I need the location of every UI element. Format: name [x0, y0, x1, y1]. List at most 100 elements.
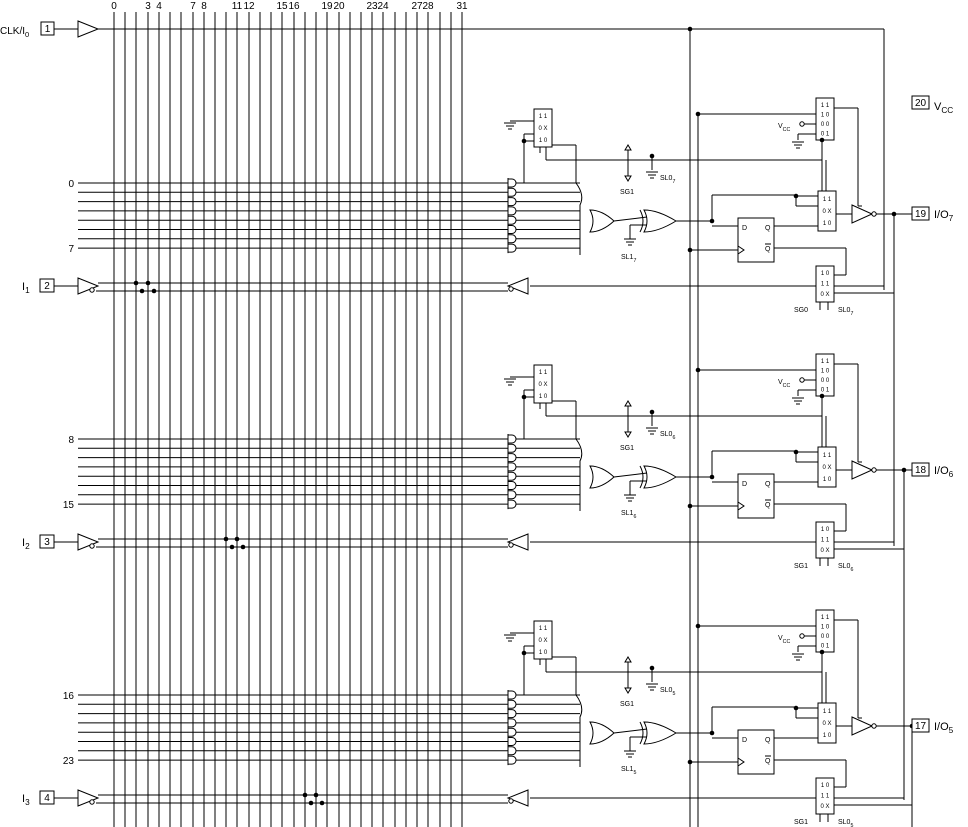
- and-gate: [507, 178, 517, 188]
- mux-code: 0 X: [538, 382, 547, 388]
- clock-triangle: [737, 501, 745, 511]
- invert-bubble: [799, 377, 805, 383]
- and-gate: [507, 699, 517, 709]
- junction-dot: [687, 503, 693, 509]
- io-label: I/O7: [934, 209, 954, 223]
- invert-bubble: [871, 211, 877, 217]
- and-gate: [507, 225, 517, 234]
- pin-number: 19: [915, 209, 927, 220]
- and-gate: [507, 443, 517, 453]
- and-gate: [507, 471, 517, 481]
- sl1-label: SL16: [621, 510, 636, 520]
- sg1-label: SG1: [620, 701, 634, 708]
- row-number: 16: [63, 691, 75, 702]
- column-number: 24: [377, 1, 389, 12]
- row-number: 7: [68, 244, 74, 255]
- arrow: [624, 144, 632, 151]
- feedback-mux: [815, 265, 835, 303]
- mux-code: 0 X: [820, 292, 829, 298]
- buffer-triangle: [506, 789, 529, 807]
- invert-bubble: [508, 542, 514, 548]
- sl1-label: SL15: [621, 766, 636, 776]
- row-number: 23: [63, 756, 75, 767]
- mux-code: 1 1: [821, 359, 830, 365]
- junction-dot: [695, 623, 701, 629]
- column-number: 27: [411, 1, 423, 12]
- clock-triangle: [737, 757, 745, 767]
- and-gate: [507, 490, 517, 500]
- xor-gate: [643, 209, 677, 233]
- output-mux: [817, 446, 837, 488]
- junction-dot: [308, 800, 314, 806]
- input-label: I1: [22, 281, 30, 295]
- io-pin-box: [911, 206, 930, 221]
- sl1-label: SL17: [621, 254, 636, 264]
- mux-code: 0 1: [821, 132, 830, 138]
- dff-qn: Q: [765, 246, 771, 253]
- column-number: 20: [333, 1, 345, 12]
- output-buffer: [851, 460, 874, 480]
- junction-dot: [687, 26, 693, 32]
- vcc-small-label: VCC: [778, 123, 790, 133]
- oe-mux: [815, 97, 835, 141]
- pin-number: 1: [45, 24, 51, 35]
- dff-q: Q: [765, 225, 771, 232]
- mux-code: 0 X: [822, 465, 831, 471]
- mux-code: 1 0: [821, 625, 830, 631]
- invert-bubble: [799, 633, 805, 639]
- mux-code: 1 1: [539, 370, 548, 376]
- io-pin-box: [911, 462, 930, 477]
- column-number: 12: [243, 1, 255, 12]
- mux-code: 1 1: [539, 626, 548, 632]
- sg-bottom-label: SG0: [794, 307, 808, 314]
- junction-dot: [819, 649, 825, 655]
- sg1-label: SG1: [620, 189, 634, 196]
- and-gate: [507, 746, 517, 756]
- and-gate: [507, 718, 517, 728]
- mux-code: 0 1: [821, 644, 830, 650]
- mux-code: 0 0: [821, 634, 830, 640]
- column-number: 19: [321, 1, 333, 12]
- and-gate: [507, 243, 517, 253]
- select-mux: [533, 108, 553, 148]
- arrow: [624, 656, 632, 663]
- arrow: [624, 400, 632, 407]
- row-number: 0: [68, 179, 74, 190]
- junction-dot: [139, 288, 145, 294]
- mux-code: 1 1: [821, 103, 830, 109]
- pin-number: 20: [915, 98, 927, 109]
- io-label: I/O6: [934, 465, 954, 479]
- sl0-label: SL06: [660, 431, 675, 441]
- invert-bubble: [89, 287, 95, 293]
- select-mux: [533, 364, 553, 404]
- and-gate: [507, 690, 517, 700]
- output-buffer: [851, 716, 874, 736]
- invert-bubble: [508, 798, 514, 804]
- mux-code: 1 0: [821, 783, 830, 789]
- column-number: 11: [232, 1, 243, 12]
- arrow: [624, 431, 632, 438]
- vcc-small-label: VCC: [778, 635, 790, 645]
- mux-code: 0 X: [822, 209, 831, 215]
- column-number: 3: [145, 1, 151, 12]
- dff-d: D: [742, 737, 747, 744]
- xor-arc: [639, 465, 644, 489]
- dff-q: Q: [765, 481, 771, 488]
- wire: [613, 472, 648, 478]
- and-gate: [507, 234, 517, 244]
- column-number: 31: [456, 1, 468, 12]
- column-number: 0: [111, 1, 117, 12]
- junction-dot: [319, 800, 325, 806]
- mux-code: 1 1: [823, 709, 832, 715]
- or-gate: [589, 209, 615, 233]
- invert-bubble: [871, 467, 877, 473]
- arrow: [624, 687, 632, 694]
- vcc-label: VCC: [934, 101, 953, 115]
- pt-hop: [575, 694, 583, 767]
- and-gate: [507, 453, 517, 463]
- oe-mux: [815, 353, 835, 397]
- junction-dot: [687, 247, 693, 253]
- and-gate: [507, 755, 517, 765]
